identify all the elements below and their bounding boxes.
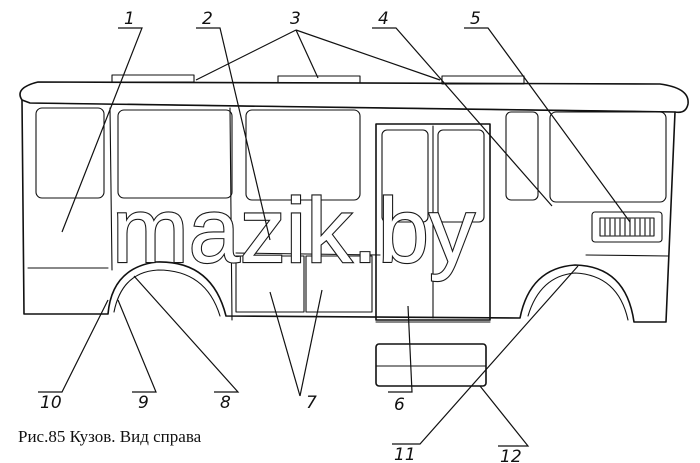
roof-hatch-1 — [111, 74, 195, 83]
window-3 — [245, 109, 361, 201]
vent-grille — [591, 211, 663, 243]
door-window-right — [437, 129, 485, 223]
leader-lines — [38, 27, 631, 447]
callout-labels: 1 2 3 4 5 6 7 8 9 10 11 12 — [40, 9, 522, 463]
callout-4: 4 — [378, 9, 389, 29]
callout-8: 8 — [220, 393, 231, 413]
window-front — [35, 107, 105, 199]
step-box — [375, 343, 487, 387]
door — [375, 123, 491, 323]
callout-11: 11 — [394, 445, 416, 463]
callout-6: 6 — [394, 395, 405, 415]
figure-caption: Рис.85 Кузов. Вид справа — [18, 427, 202, 446]
callout-12: 12 — [500, 447, 522, 463]
window-4 — [505, 111, 539, 201]
callout-10: 10 — [40, 393, 62, 413]
roof-hatch-2 — [277, 75, 361, 84]
service-hatches — [235, 255, 373, 313]
window-2 — [117, 109, 233, 199]
body-side — [21, 99, 676, 323]
callout-1: 1 — [124, 9, 135, 29]
watermark: mazik.by — [112, 180, 475, 282]
door-window-left — [381, 129, 429, 223]
side-windows — [35, 107, 667, 203]
callout-5: 5 — [470, 9, 481, 29]
roof-hatches — [111, 74, 525, 85]
hatch-right — [305, 255, 373, 313]
door-frame — [375, 123, 491, 321]
callout-9: 9 — [138, 393, 149, 413]
window-rear — [549, 111, 667, 203]
callout-2: 2 — [202, 9, 213, 29]
roof — [19, 81, 689, 114]
callout-3: 3 — [290, 9, 301, 29]
hatch-left — [235, 255, 305, 313]
callout-7: 7 — [306, 393, 317, 413]
